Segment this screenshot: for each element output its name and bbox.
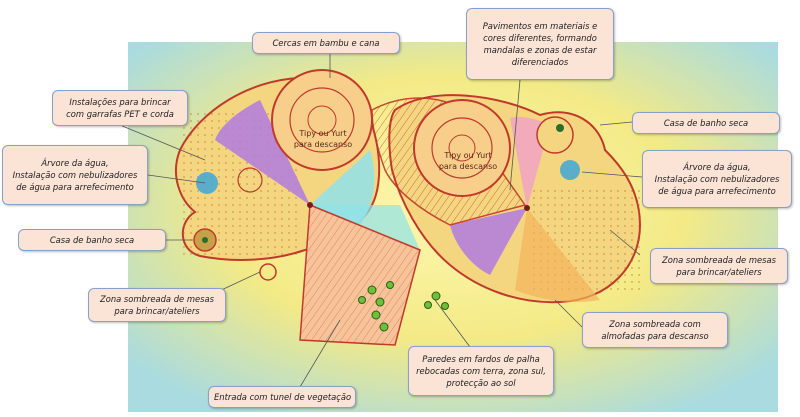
label-water-tree-right: Árvore da água, Instalação com nebulizad… — [642, 150, 792, 208]
tipi-right-ring — [431, 117, 493, 179]
label-play: Instalações para brincar com garrafas PE… — [52, 90, 188, 126]
label-walls: Paredes em fardos de palha rebocadas com… — [408, 346, 554, 396]
label-water-tree-left-line-1: Árvore da água, — [41, 158, 109, 168]
label-fences-line-1: Cercas em bambu e cana — [272, 38, 380, 48]
label-pavements: Pavimentos em materiais e cores diferent… — [466, 8, 614, 80]
label-pavements-line-2: cores diferentes, formando — [483, 33, 597, 43]
label-play-line-2: com garrafas PET e corda — [66, 109, 174, 119]
water-tree-right-spot — [560, 160, 580, 180]
label-fences: Cercas em bambu e cana — [252, 32, 400, 54]
tipi-left-text: Tipy ou Yurt para descanso — [283, 128, 363, 150]
water-tree-left-spot — [196, 172, 218, 194]
label-water-tree-left-line-3: de água para arrefecimento — [16, 182, 134, 192]
left-radial-center — [307, 202, 313, 208]
label-pavements-line-1: Pavimentos em materiais e — [482, 21, 598, 31]
dry-bath-left-center — [202, 237, 208, 243]
tipi-left-ring — [289, 87, 355, 153]
label-walls-line-1: Paredes em fardos de palha — [422, 354, 540, 364]
label-pavements-line-3: mandalas e zonas de estar — [483, 45, 597, 55]
tipi-left-line-1: Tipy ou Yurt — [299, 129, 347, 138]
label-shade-left-line-1: Zona sombreada de mesas — [99, 294, 215, 304]
label-cushions-line-1: Zona sombreada com — [609, 319, 701, 329]
entrance-tunnel-hatch — [300, 205, 420, 345]
play-area-circle — [237, 167, 263, 193]
tipi-right-circle — [413, 99, 511, 197]
label-play-line-1: Instalações para brincar — [69, 97, 171, 107]
label-shade-right: Zona sombreada de mesas para brincar/ate… — [650, 248, 788, 284]
tipi-right-core — [448, 134, 476, 162]
label-dry-bath-right: Casa de banho seca — [632, 112, 780, 134]
label-shade-left-line-2: para brincar/ateliers — [114, 306, 200, 316]
label-water-tree-right-line-2: Instalação com nebulizadores — [654, 174, 780, 184]
label-entrance-line-1: Entrada com tunel de vegetação — [214, 392, 352, 402]
label-water-tree-right-line-1: Árvore da água, — [683, 162, 751, 172]
tipi-left-circle — [271, 69, 373, 171]
label-shade-right-line-2: para brincar/ateliers — [676, 267, 762, 277]
tipi-left-core — [307, 105, 337, 135]
straw-wall-bushes — [358, 281, 449, 332]
label-entrance: Entrada com tunel de vegetação — [208, 386, 356, 408]
label-water-tree-left-line-2: Instalação com nebulizadores — [12, 170, 138, 180]
label-cushions-line-2: almofadas para descanso — [601, 331, 709, 341]
dry-bath-right-center — [556, 124, 564, 132]
label-dry-bath-left-line-1: Casa de banho seca — [49, 235, 135, 245]
right-radial-center — [524, 205, 530, 211]
label-shade-right-line-1: Zona sombreada de mesas — [661, 255, 777, 265]
label-water-tree-left: Árvore da água, Instalação com nebulizad… — [2, 145, 148, 205]
label-walls-line-2: rebocadas com terra, zona sul, — [416, 366, 546, 376]
tipi-right-line-2: para descanso — [438, 162, 498, 171]
label-walls-line-3: protecção ao sol — [446, 378, 516, 388]
label-water-tree-right-line-3: de água para arrefecimento — [658, 186, 776, 196]
label-dry-bath-right-line-1: Casa de banho seca — [663, 118, 749, 128]
tipi-right-text: Tipy ou Yurt para descanso — [428, 150, 508, 172]
purple-wedge-right — [450, 208, 527, 275]
label-pavements-line-4: diferenciados — [511, 57, 569, 67]
cushion-wedge — [515, 208, 600, 302]
purple-wedge-left — [215, 100, 310, 205]
label-shade-left: Zona sombreada de mesas para brincar/ate… — [88, 288, 226, 322]
label-cushions: Zona sombreada com almofadas para descan… — [582, 312, 728, 348]
tipi-right-line-1: Tipy ou Yurt — [444, 151, 492, 160]
label-dry-bath-left: Casa de banho seca — [18, 229, 166, 251]
dry-bath-right-spot — [536, 116, 574, 154]
tipi-left-line-2: para descanso — [293, 140, 353, 149]
